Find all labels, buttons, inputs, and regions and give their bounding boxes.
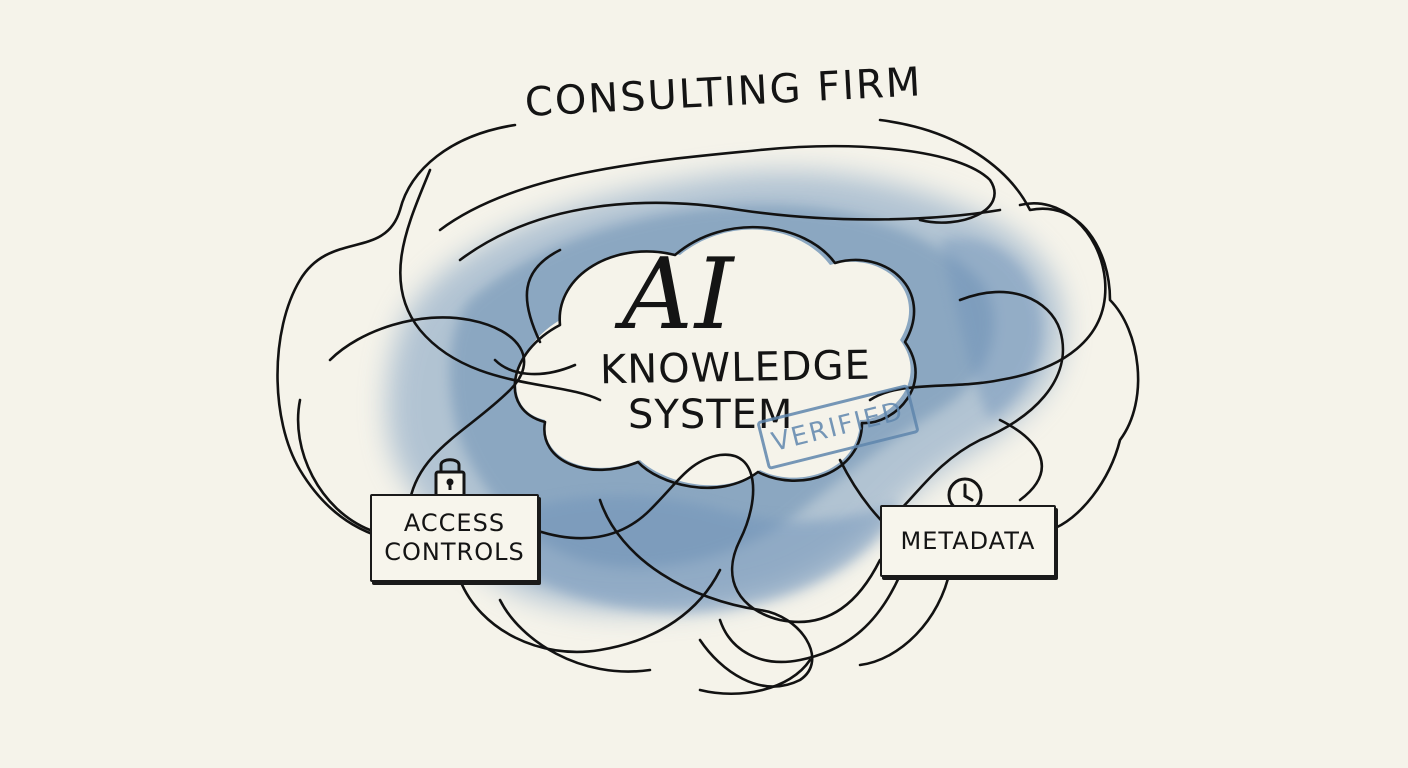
center-subtitle-line1: KNOWLEDGE: [599, 342, 872, 394]
metadata-node: METADATA: [880, 505, 1056, 577]
metadata-label: METADATA: [900, 526, 1036, 555]
center-cloud: [516, 229, 911, 486]
center-title: AI: [622, 238, 736, 352]
lock-icon: [432, 452, 468, 500]
center-subtitle-line2: SYSTEM: [628, 392, 794, 438]
access-controls-label-line2: CONTROLS: [384, 538, 525, 566]
access-controls-node: ACCESS CONTROLS: [370, 494, 539, 582]
access-controls-label-line1: ACCESS: [403, 509, 506, 538]
ink-lines: [276, 118, 1140, 696]
